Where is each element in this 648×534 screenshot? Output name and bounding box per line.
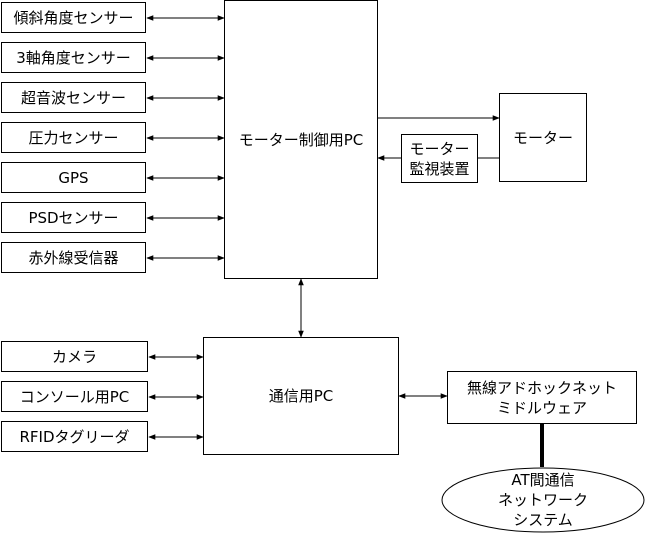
network-line2: ネットワーク — [497, 491, 588, 509]
communication-pc: 通信用PC — [203, 337, 399, 455]
network-line1: AT間通信 — [511, 471, 575, 489]
sensor-tilt-angle: 傾斜角度センサー — [1, 2, 146, 33]
peripheral-console-pc: コンソール用PC — [1, 381, 148, 412]
network-system: AT間通信 ネットワーク システム — [443, 468, 643, 532]
middleware-line2: ミドルウェア — [496, 398, 587, 417]
peripheral-rfid-reader: RFIDタグリーダ — [1, 421, 148, 452]
sensor-psd: PSDセンサー — [1, 202, 146, 233]
middleware-line1: 無線アドホックネット — [466, 378, 617, 397]
motor: モーター — [499, 93, 587, 182]
motor-monitor: モーター 監視装置 — [401, 134, 478, 183]
network-line3: システム — [513, 511, 573, 529]
sensor-ultrasonic: 超音波センサー — [1, 82, 146, 113]
adhoc-middleware: 無線アドホックネット ミドルウェア — [447, 371, 637, 424]
sensor-3axis-angle: 3軸角度センサー — [1, 42, 146, 73]
motor-control-pc: モーター制御用PC — [224, 0, 378, 279]
peripheral-camera: カメラ — [1, 341, 148, 372]
sensor-infrared-receiver: 赤外線受信器 — [1, 242, 146, 273]
sensor-gps: GPS — [1, 162, 146, 193]
motor-monitor-line1: モーター — [409, 139, 470, 158]
sensor-pressure: 圧力センサー — [1, 122, 146, 153]
network-ellipse — [441, 467, 645, 533]
motor-monitor-line2: 監視装置 — [409, 159, 470, 178]
